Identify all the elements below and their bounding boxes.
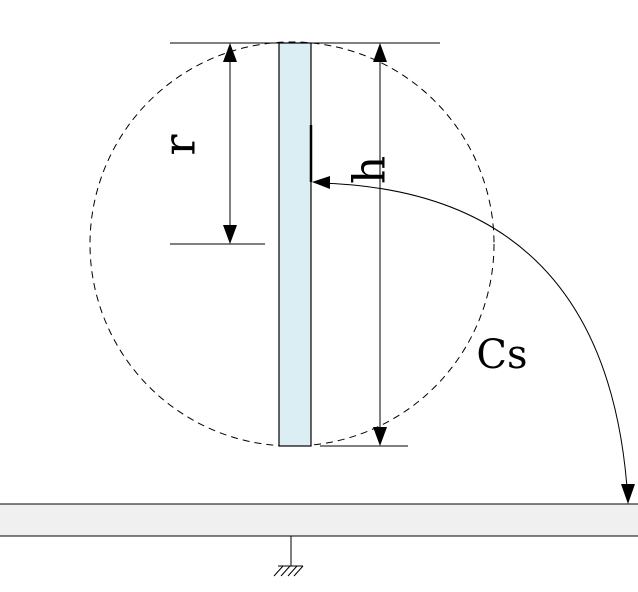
arc-arrowhead-plate [621, 484, 635, 504]
vertical-rod [278, 42, 312, 447]
height-label: h [345, 156, 396, 184]
height-dimension [311, 42, 440, 447]
radius-dimension [170, 42, 279, 245]
capacitance-arc [317, 182, 629, 503]
capacitance-label: Cs [476, 332, 527, 378]
radius-label: r [155, 134, 206, 156]
ground-symbol [273, 536, 304, 577]
arc-arrowhead-rod [312, 176, 330, 189]
ground-plate [0, 503, 638, 537]
